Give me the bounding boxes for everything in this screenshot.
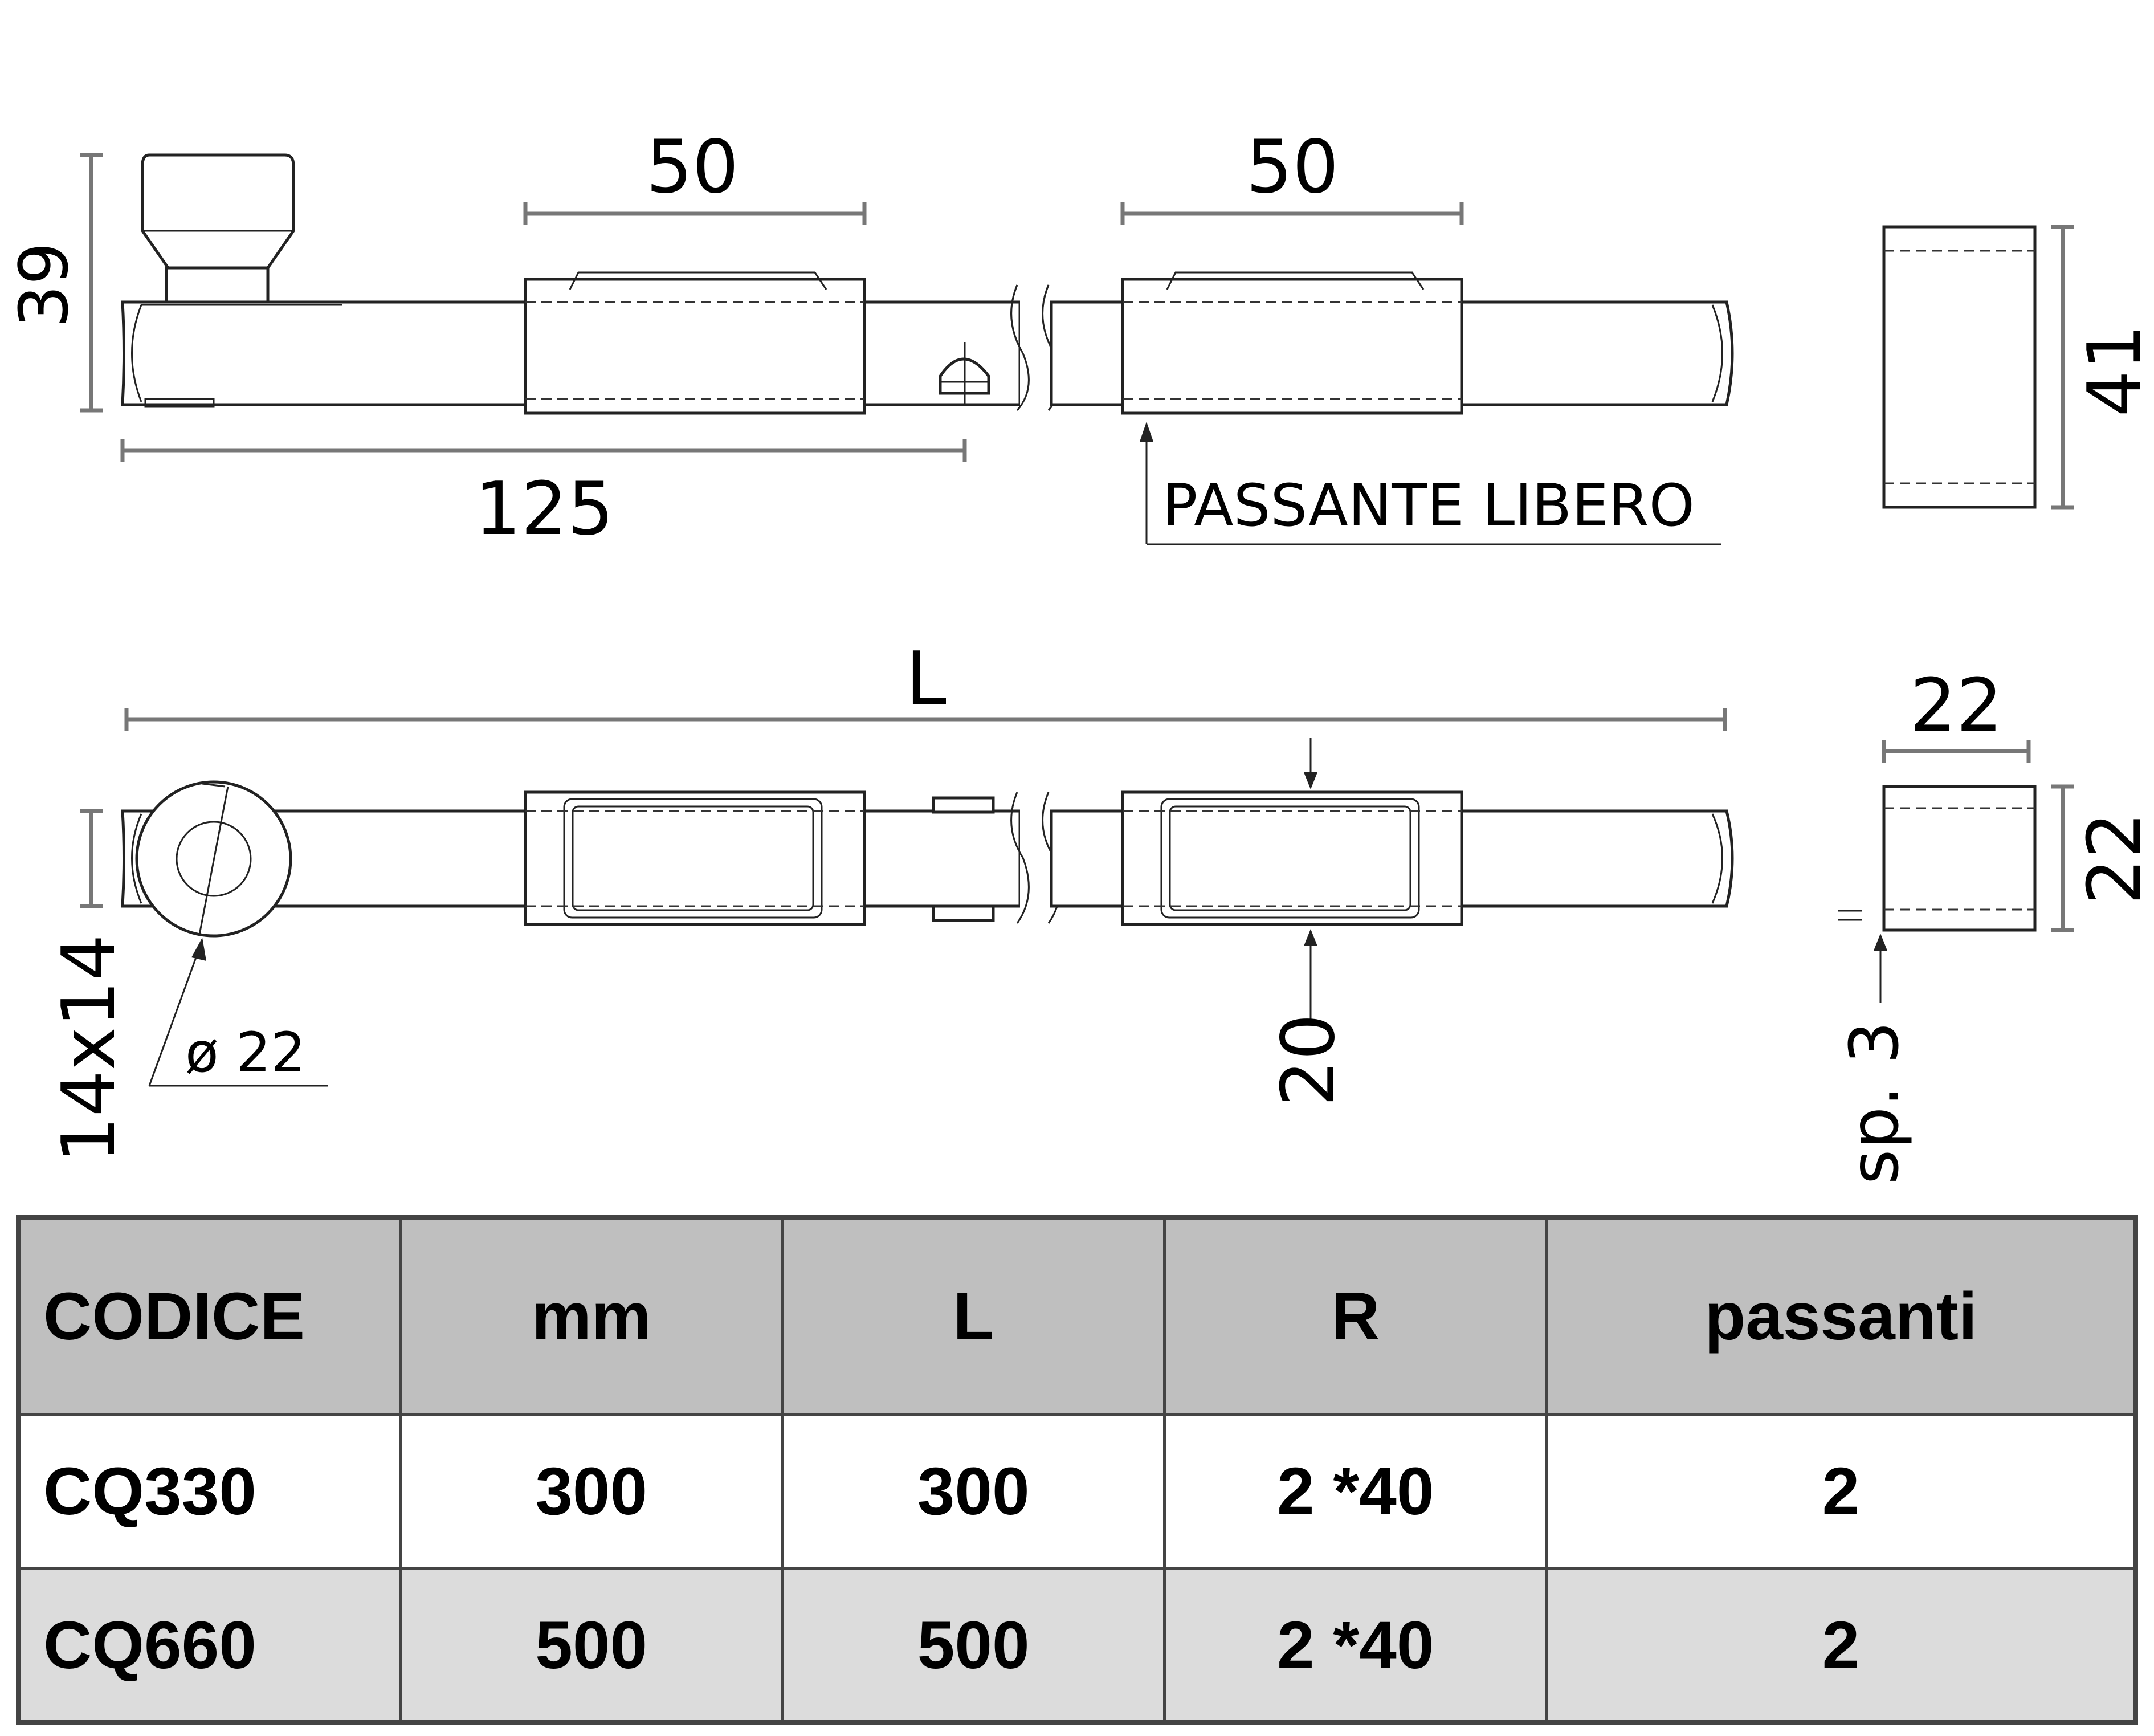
dim-22-height-label: 22 [2073,812,2154,905]
cell-mm: 300 [398,1413,784,1570]
cell-passanti: 2 [1545,1567,2137,1724]
dim-125 [120,439,967,462]
dim-50-1-label: 50 [646,125,739,210]
cell-r: 2 *40 [1162,1567,1548,1724]
top-view [80,153,2074,545]
dim-20 [1304,738,1317,1020]
header-passanti: passanti [1545,1216,2137,1416]
dim-39 [80,153,103,413]
header-l: L [781,1216,1166,1416]
dim-125-label: 125 [475,467,614,552]
header-r: R [1162,1216,1548,1416]
knob-neck [165,266,270,304]
bottom-view [80,708,2074,1087]
passante-2 [1121,278,1463,415]
plan-stop [932,796,995,814]
cell-codice: CQ660 [17,1567,402,1724]
plan-passante-1 [524,790,866,926]
dim-14x14-label: 14x14 [47,934,132,1163]
cell-passanti: 2 [1545,1413,2137,1570]
plan-knob [135,780,292,938]
passante-libero-leader [1140,422,1721,545]
passante-1 [524,278,866,415]
table-row: CQ330 300 300 2 *40 2 [17,1413,2137,1570]
end-view-top [1882,225,2074,510]
knob-diameter-label: ø 22 [185,1021,305,1085]
dim-41-label: 41 [2073,324,2154,417]
dim-L [124,708,1727,731]
plan-stop-2 [932,904,995,922]
cell-l: 300 [781,1413,1166,1570]
header-mm: mm [398,1216,784,1416]
knob-diameter-leader [148,938,328,1087]
dim-L-label: L [905,637,946,722]
cell-l: 500 [781,1567,1166,1724]
cell-mm: 500 [398,1567,784,1724]
header-codice: CODICE [17,1216,402,1416]
dim-22-width-label: 22 [1910,663,2003,748]
thickness-label: sp. 3 [1835,1021,1914,1184]
dim-14x14 [80,809,103,908]
passante-libero-label: PASSANTE LIBERO [1162,472,1695,540]
technical-drawing: 39 125 50 50 PASSANTE LIBERO 41 L 14x14 … [5,125,2154,1184]
cell-r: 2 *40 [1162,1413,1548,1570]
dim-20-label: 20 [1266,1014,1351,1107]
table-row: CQ660 500 500 2 *40 2 [17,1567,2137,1724]
table-header-row: CODICE mm L R passanti [17,1216,2137,1416]
dim-50-2 [1120,202,1464,225]
knob-top [141,153,295,270]
dim-50-1 [523,202,867,225]
cell-codice: CQ330 [17,1413,402,1570]
dim-50-2-label: 50 [1246,125,1339,210]
plan-passante-2 [1121,790,1463,926]
dim-39-label: 39 [5,242,83,328]
end-view-bottom [1838,740,2074,1003]
spec-table: CODICE mm L R passanti CQ330 300 300 2 *… [16,1215,2138,1725]
